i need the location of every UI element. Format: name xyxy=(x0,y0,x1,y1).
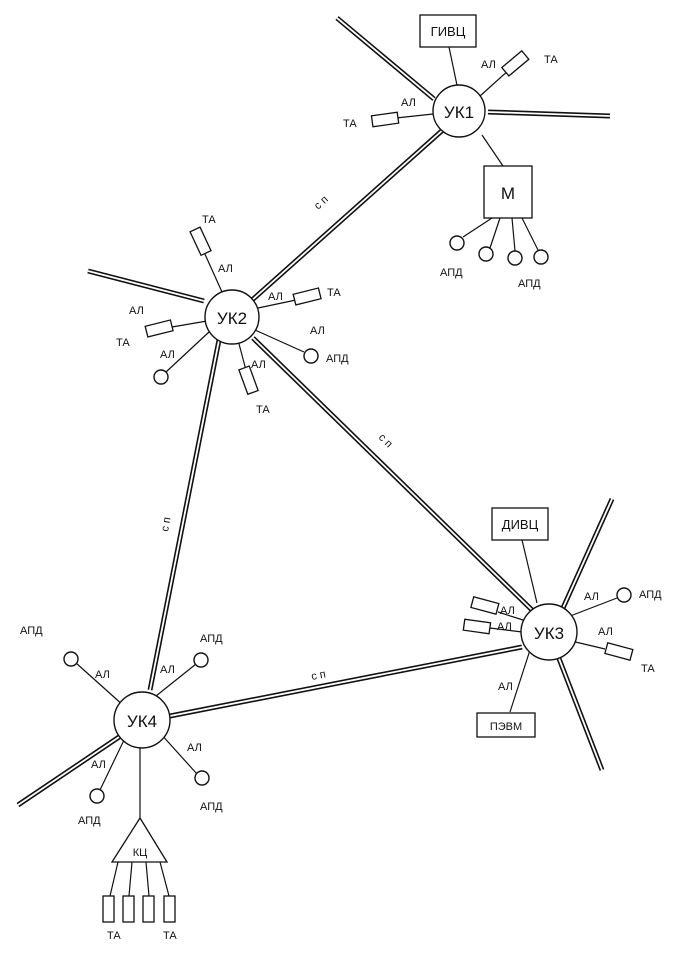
ta-label: ТА xyxy=(343,118,357,130)
al-label: АЛ xyxy=(500,605,515,617)
apd-terminal xyxy=(449,235,465,251)
apd-terminal xyxy=(153,369,169,385)
givc-label: ГИВЦ xyxy=(431,24,466,39)
al-label: АЛ xyxy=(251,359,266,371)
apd-label: АПД xyxy=(78,815,101,827)
al-label: АЛ xyxy=(129,305,144,317)
apd-label: АПД xyxy=(440,267,463,279)
al-label: АЛ xyxy=(498,681,513,693)
apd-label: АПД xyxy=(200,633,223,645)
sp-label-uk1-uk2: с п xyxy=(312,194,331,213)
al-label: АЛ xyxy=(160,664,175,676)
ta-terminal xyxy=(462,618,492,635)
sp-label-uk2-uk4: с п xyxy=(159,516,173,532)
uk1-cluster: ГИВЦ АЛ ТА АЛ ТА М АПД АПД УК1 xyxy=(343,14,558,290)
ta-label: ТА xyxy=(256,404,270,416)
apd-terminal xyxy=(303,348,319,364)
uk4-node xyxy=(113,691,171,749)
ta-terminal xyxy=(189,226,212,257)
apd-label: АПД xyxy=(326,353,349,365)
ta-label: ТА xyxy=(163,930,177,942)
apd-terminal xyxy=(533,249,549,265)
ta-label: ТА xyxy=(116,337,130,349)
apd-label: АПД xyxy=(639,589,662,601)
ta-terminal xyxy=(470,596,500,615)
m-box xyxy=(483,165,533,219)
uk2-label: УК2 xyxy=(217,309,247,328)
pevm-box xyxy=(476,712,536,738)
ta-label: ТА xyxy=(107,930,121,942)
apd-label: АПД xyxy=(518,278,541,290)
al-label: АЛ xyxy=(584,591,599,603)
sp-label-uk4-uk3: с п xyxy=(310,668,327,683)
apd-label: АПД xyxy=(20,625,43,637)
pevm-label: ПЭВМ xyxy=(490,721,522,733)
ta-terminal xyxy=(122,895,135,923)
apd-terminal xyxy=(63,651,79,667)
ta-label: ТА xyxy=(641,663,655,675)
al-label: АЛ xyxy=(497,621,512,633)
ta-label: ТА xyxy=(327,287,341,299)
ta-terminal xyxy=(500,49,530,77)
trunk-lines xyxy=(16,16,615,808)
ta-terminal xyxy=(238,365,259,396)
uk4-label: УК4 xyxy=(127,712,157,731)
uk1-node xyxy=(432,84,486,138)
ta-terminal xyxy=(142,895,155,923)
ta-terminal xyxy=(370,111,400,128)
divc-box xyxy=(491,507,549,541)
al-label: АЛ xyxy=(187,742,202,754)
uk1-label: УК1 xyxy=(444,103,474,122)
ta-terminal xyxy=(292,287,322,306)
apd-terminal xyxy=(616,587,632,603)
apd-terminal xyxy=(478,246,494,262)
al-label: АЛ xyxy=(95,669,110,681)
kc-label: КЦ xyxy=(133,847,148,859)
apd-terminal xyxy=(89,788,105,804)
uk3-node xyxy=(520,603,578,661)
al-label: АЛ xyxy=(401,97,416,109)
ta-terminal xyxy=(144,319,174,338)
kc-triangle xyxy=(110,816,169,863)
apd-terminal xyxy=(507,250,523,266)
ta-terminal xyxy=(163,895,176,923)
ta-label: ТА xyxy=(202,214,216,226)
uk3-label: УК3 xyxy=(534,624,564,643)
uk3-cluster: ДИВЦ АЛ АЛ АЛ АПД АЛ ТА ПЭВМ АЛ УК3 xyxy=(462,507,662,738)
ta-terminal xyxy=(102,895,115,923)
ta-label: ТА xyxy=(544,54,558,66)
al-label: АЛ xyxy=(268,291,283,303)
al-label: АЛ xyxy=(481,59,496,71)
divc-label: ДИВЦ xyxy=(502,517,539,532)
ta-terminal xyxy=(604,642,634,661)
al-label: АЛ xyxy=(218,263,233,275)
apd-label: АПД xyxy=(200,801,223,813)
apd-terminal xyxy=(193,652,209,668)
uk2-cluster: ТА АЛ АЛ ТА АЛ ТА АЛ АЛ ТА АЛ АПД УК2 xyxy=(116,214,349,416)
al-label: АЛ xyxy=(160,349,175,361)
al-label: АЛ xyxy=(310,325,325,337)
givc-box xyxy=(419,14,477,48)
al-label: АЛ xyxy=(598,626,613,638)
sp-label-uk2-uk3: с п xyxy=(376,432,395,451)
m-label: М xyxy=(501,184,515,203)
uk4-cluster: АПД АЛ АПД АЛ АЛ АПД АЛ АПД КЦ ТА ТА УК4 xyxy=(20,625,223,942)
al-label: АЛ xyxy=(91,759,106,771)
apd-terminal xyxy=(194,770,210,786)
uk2-node xyxy=(204,289,260,345)
